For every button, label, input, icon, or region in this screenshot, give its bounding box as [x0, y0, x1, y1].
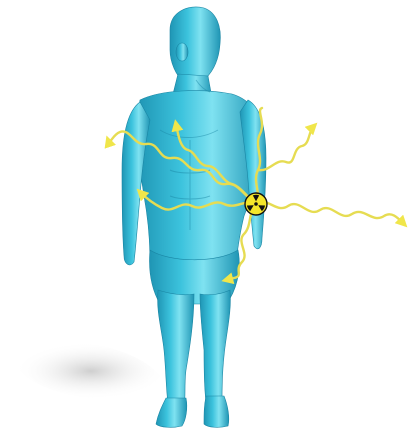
- ear: [176, 43, 188, 61]
- right-foot: [204, 396, 229, 427]
- ray-right: [256, 202, 404, 224]
- left-foot: [156, 398, 187, 427]
- floor-shadow: [14, 342, 168, 400]
- radiation-source: [245, 193, 267, 215]
- right-leg: [200, 290, 230, 402]
